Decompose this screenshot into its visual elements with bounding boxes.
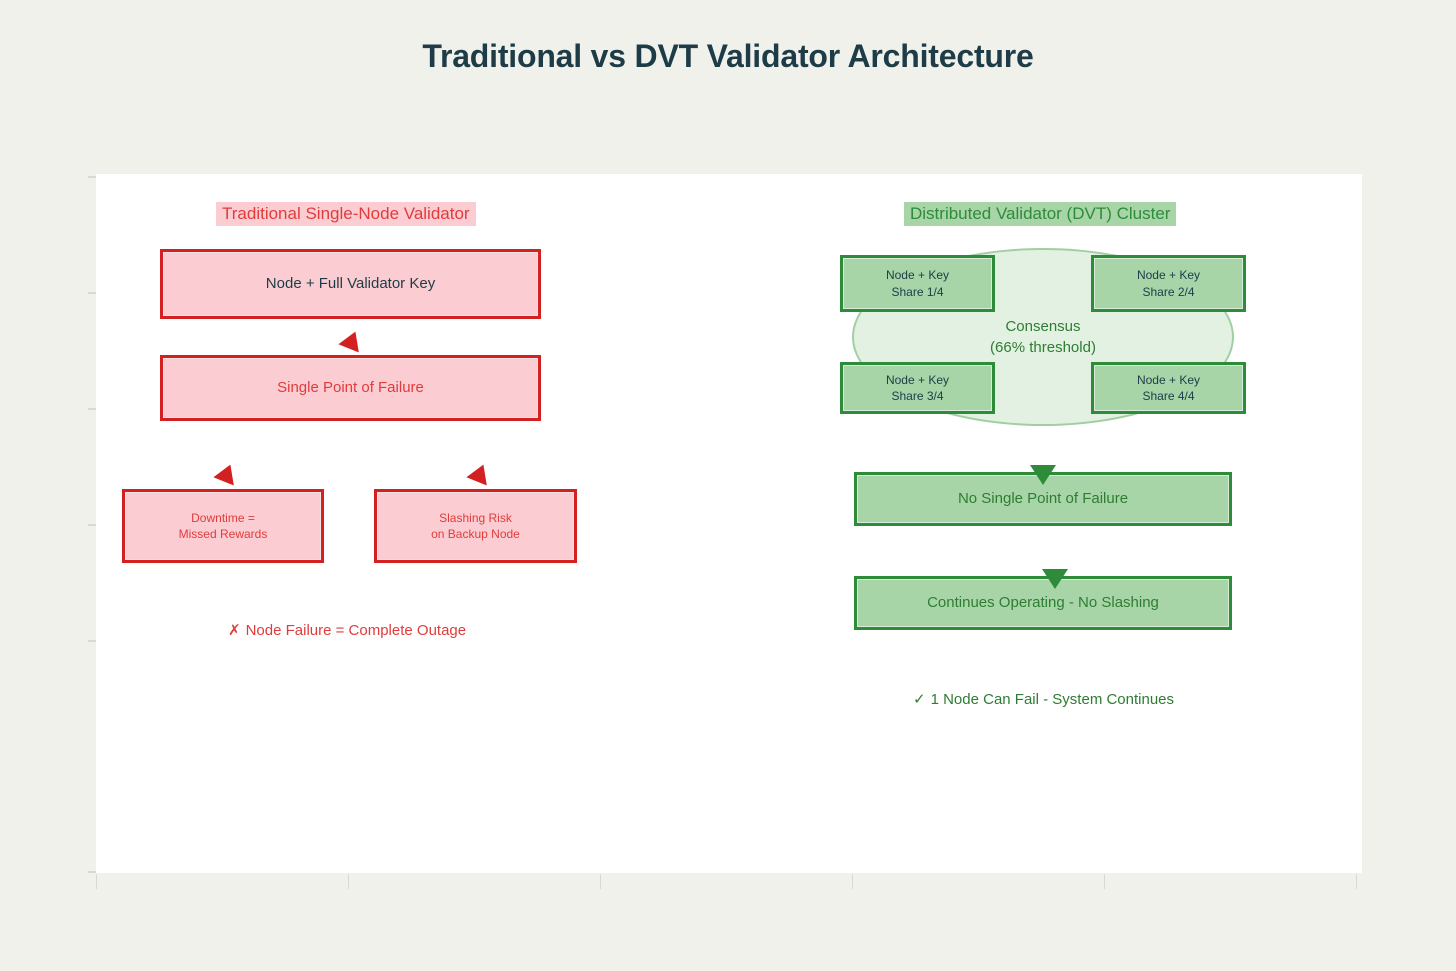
column-header-dvt: Distributed Validator (DVT) Cluster bbox=[904, 202, 1177, 226]
box-label-stack: Node + Key Share 1/4 bbox=[886, 267, 949, 299]
box-node-key-share-4[interactable]: Node + Key Share 4/4 bbox=[1091, 362, 1246, 414]
box-label-stack: Slashing Risk on Backup Node bbox=[431, 510, 520, 542]
note-text: 1 Node Can Fail - System Continues bbox=[930, 691, 1175, 708]
axis-tick-left-2 bbox=[88, 292, 97, 294]
cross-mark-icon: ✗ bbox=[228, 622, 241, 639]
axis-tick-bottom-4 bbox=[852, 874, 853, 889]
box-label: Node + Full Validator Key bbox=[265, 274, 436, 292]
box-label-line2: Share 1/4 bbox=[891, 284, 944, 299]
axis-tick-left-1 bbox=[88, 176, 97, 178]
axis-tick-left-3 bbox=[88, 408, 97, 410]
box-label-line2: Share 2/4 bbox=[1142, 284, 1195, 299]
axis-left-line bbox=[95, 174, 96, 873]
box-downtime-missed-rewards[interactable]: Downtime = Missed Rewards bbox=[122, 489, 324, 563]
box-label: No Single Point of Failure bbox=[957, 489, 1129, 507]
box-label-line1: Node + Key bbox=[1136, 268, 1201, 283]
box-label-stack: Node + Key Share 3/4 bbox=[886, 372, 949, 404]
box-slashing-risk-backup-node[interactable]: Slashing Risk on Backup Node bbox=[374, 489, 577, 563]
arrow-down-icon bbox=[1030, 465, 1056, 485]
box-label-line2: Share 4/4 bbox=[1142, 389, 1195, 403]
box-label: Continues Operating - No Slashing bbox=[927, 593, 1159, 611]
box-label-line1: Node + Key bbox=[885, 372, 950, 387]
box-node-key-share-1[interactable]: Node + Key Share 1/4 bbox=[840, 255, 995, 312]
box-node-key-share-3[interactable]: Node + Key Share 3/4 bbox=[840, 362, 995, 414]
box-label-line1: Downtime = bbox=[191, 510, 255, 525]
box-label-line2: Missed Rewards bbox=[178, 527, 268, 541]
axis-tick-bottom-5 bbox=[1104, 874, 1105, 889]
box-label-stack: Downtime = Missed Rewards bbox=[179, 510, 268, 542]
box-label: Single Point of Failure bbox=[277, 378, 424, 396]
box-label-stack: Node + Key Share 2/4 bbox=[1137, 267, 1200, 299]
box-label-line2: Share 3/4 bbox=[891, 389, 944, 403]
note-text: Node Failure = Complete Outage bbox=[245, 622, 467, 639]
box-label-line2: on Backup Node bbox=[431, 527, 520, 541]
note-node-failure: ✗Node Failure = Complete Outage bbox=[228, 621, 466, 639]
axis-tick-bottom-6 bbox=[1356, 874, 1357, 889]
axis-tick-bottom-3 bbox=[600, 874, 601, 889]
box-label-line1: Slashing Risk bbox=[439, 510, 512, 525]
box-label-stack: Node + Key Share 4/4 bbox=[1137, 372, 1200, 404]
axis-tick-left-5 bbox=[88, 640, 97, 642]
note-system-continues: ✓1 Node Can Fail - System Continues bbox=[913, 690, 1174, 708]
arrow-down-icon bbox=[1042, 569, 1068, 589]
axis-tick-left-6 bbox=[88, 871, 97, 873]
page-title: Traditional vs DVT Validator Architectur… bbox=[422, 38, 1034, 74]
box-label-line1: Node + Key bbox=[885, 268, 950, 283]
check-mark-icon: ✓ bbox=[913, 691, 926, 708]
axis-tick-bottom-2 bbox=[348, 874, 349, 889]
box-label-line1: Node + Key bbox=[1136, 372, 1201, 387]
box-node-full-validator-key[interactable]: Node + Full Validator Key bbox=[160, 249, 541, 319]
axis-tick-bottom-1 bbox=[96, 874, 97, 889]
box-node-key-share-2[interactable]: Node + Key Share 2/4 bbox=[1091, 255, 1246, 312]
axis-tick-left-4 bbox=[88, 524, 97, 526]
box-single-point-of-failure[interactable]: Single Point of Failure bbox=[160, 355, 541, 421]
column-header-traditional: Traditional Single-Node Validator bbox=[216, 202, 476, 226]
